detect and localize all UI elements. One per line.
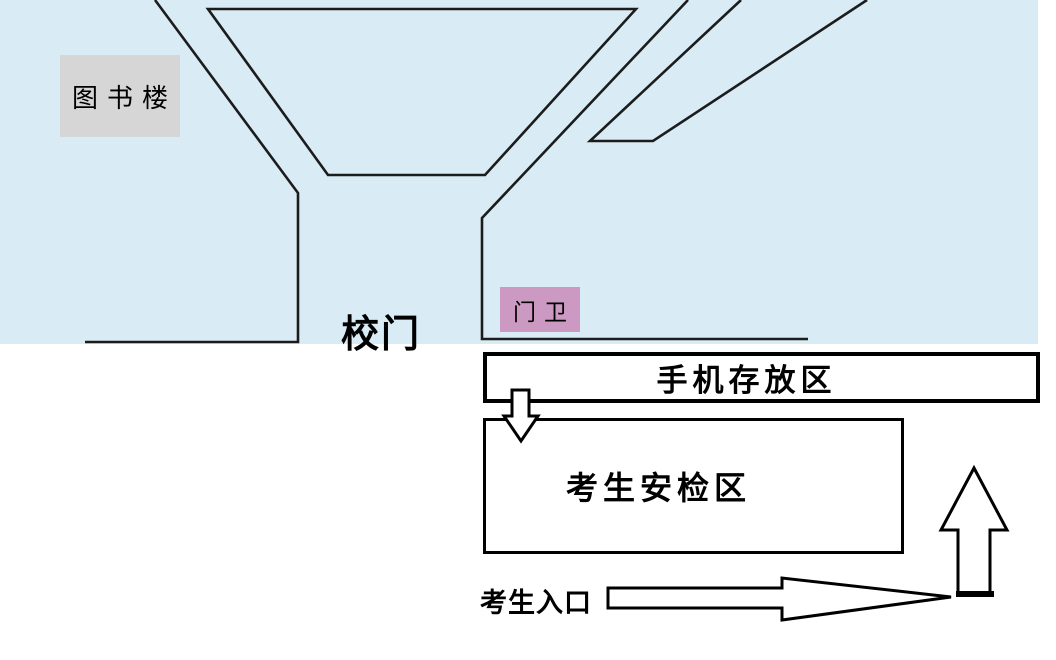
phone-storage-label: 手机存放区 [656, 363, 837, 398]
guard-post: 门卫 [500, 287, 580, 332]
library-building: 图书楼 [60, 55, 180, 137]
phone-storage-zone: 手机存放区 [483, 352, 1040, 403]
entrance-label: 考生入口 [480, 588, 592, 618]
arrow-right-icon [606, 576, 952, 622]
security-check-label: 考生安检区 [565, 470, 751, 506]
library-label: 图书楼 [71, 82, 177, 113]
arrow-up-icon [938, 464, 1010, 596]
guard-label: 门卫 [513, 298, 575, 325]
security-check-zone: 考生安检区 [483, 418, 904, 554]
school-gate-label: 校门 [341, 314, 422, 356]
